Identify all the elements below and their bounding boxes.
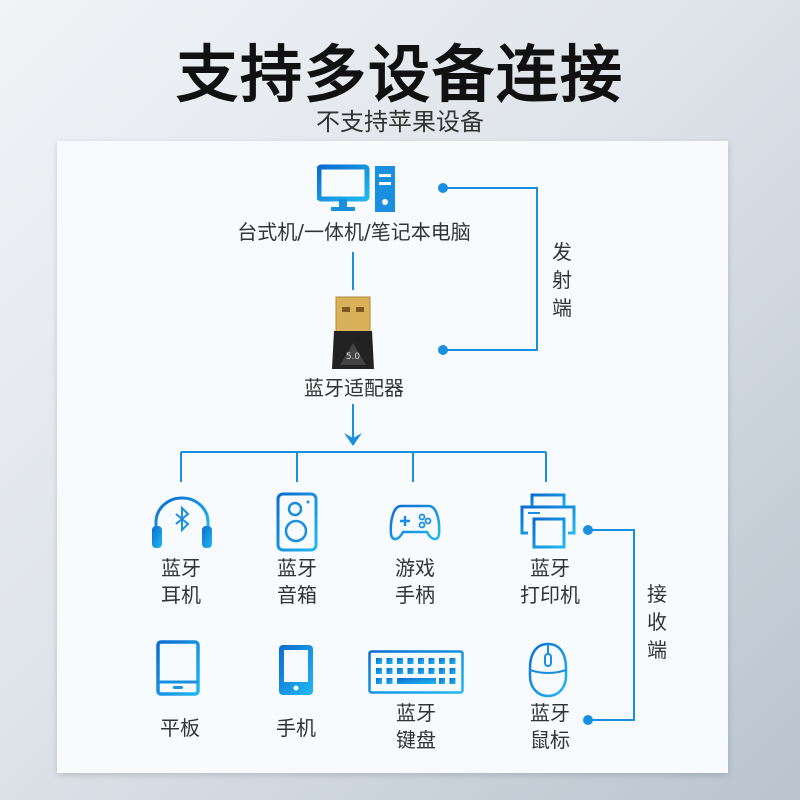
device-label-mouse: 蓝牙鼠标 — [530, 701, 570, 752]
phone-icon — [279, 645, 313, 695]
source-label: 台式机/一体机/笔记本电脑 — [237, 220, 471, 244]
keyboard-key — [439, 668, 445, 674]
keyboard-key — [376, 678, 382, 684]
headphones-icon — [152, 496, 212, 548]
keyboard-key — [418, 658, 424, 664]
keyboard-key — [418, 668, 424, 674]
transmit-label: 发射端 — [552, 240, 572, 320]
tablet-icon — [156, 640, 200, 696]
mouse-icon — [528, 642, 568, 698]
device-label-printer: 蓝牙打印机 — [520, 556, 580, 607]
gamepad-icon — [389, 504, 441, 541]
keyboard-key — [439, 658, 445, 664]
keyboard-icon — [368, 650, 464, 694]
device-label-keyboard: 蓝牙键盘 — [396, 701, 436, 752]
keyboard-key — [386, 658, 393, 664]
keyboard-key — [449, 668, 456, 674]
device-label-gamepad: 游戏手柄 — [395, 556, 435, 607]
page-title: 支持多设备连接 — [175, 38, 624, 111]
device-label-headphones: 蓝牙耳机 — [161, 556, 201, 607]
keyboard-key — [376, 658, 382, 664]
device-label-tablet: 平板 — [160, 716, 200, 740]
receive-label: 接收端 — [647, 582, 667, 662]
keyboard-key — [449, 658, 456, 664]
keyboard-key — [407, 658, 414, 664]
keyboard-space-key — [397, 678, 436, 684]
device-label-speaker: 蓝牙音箱 — [277, 556, 317, 607]
device-label-phone: 手机 — [276, 716, 316, 740]
printer-icon — [520, 493, 576, 549]
speaker-icon — [276, 492, 318, 552]
adapter-version: 5.0 — [346, 352, 361, 362]
keyboard-key — [428, 668, 435, 674]
subtitle: 不支持苹果设备 — [316, 108, 484, 136]
diagram-panel — [57, 141, 728, 773]
keyboard-key — [397, 658, 403, 664]
keyboard-key — [386, 678, 393, 684]
keyboard-key — [439, 678, 445, 684]
keyboard-key — [376, 668, 382, 674]
computer-icon — [317, 164, 395, 212]
keyboard-key — [407, 668, 414, 674]
keyboard-key — [449, 678, 456, 684]
keyboard-key — [386, 668, 393, 674]
keyboard-key — [397, 668, 403, 674]
bluetooth-adapter-icon: 5.0 — [332, 296, 374, 369]
adapter-label: 蓝牙适配器 — [304, 376, 404, 400]
keyboard-key — [428, 658, 435, 664]
